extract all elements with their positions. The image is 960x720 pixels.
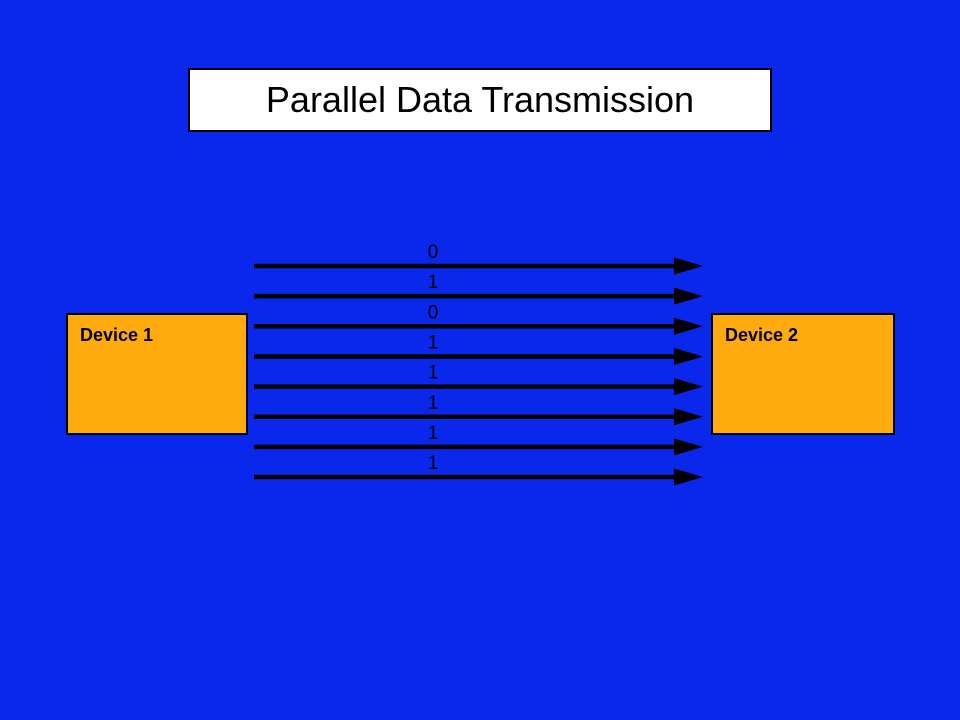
device2-label: Device 2 bbox=[725, 325, 799, 345]
arrowhead-icon bbox=[674, 257, 703, 275]
arrowhead-icon bbox=[674, 408, 703, 426]
arrowhead-icon bbox=[674, 287, 703, 305]
data-line-arrow: 1 bbox=[254, 393, 703, 426]
bit-label: 1 bbox=[428, 453, 439, 474]
bit-label: 1 bbox=[428, 363, 439, 384]
arrowhead-icon bbox=[674, 347, 703, 365]
data-line-arrow: 1 bbox=[254, 332, 703, 365]
title-box: Parallel Data Transmission bbox=[188, 68, 772, 132]
bit-label: 1 bbox=[428, 423, 439, 444]
bit-label: 1 bbox=[428, 272, 439, 293]
device2-box: Device 2 bbox=[711, 313, 895, 435]
device1-box: Device 1 bbox=[66, 313, 248, 435]
bit-label: 1 bbox=[428, 332, 439, 353]
page-title: Parallel Data Transmission bbox=[265, 79, 695, 120]
data-line-arrow: 0 bbox=[254, 242, 703, 275]
bit-label: 1 bbox=[428, 393, 439, 414]
arrowhead-icon bbox=[674, 317, 703, 335]
data-line-arrow: 1 bbox=[254, 423, 703, 456]
data-line-arrow: 1 bbox=[254, 363, 703, 396]
bit-label: 0 bbox=[428, 242, 439, 263]
arrowhead-icon bbox=[674, 438, 703, 456]
arrowhead-icon bbox=[674, 378, 703, 396]
data-line-arrow: 1 bbox=[254, 453, 703, 486]
data-line-arrow: 1 bbox=[254, 272, 703, 305]
bit-label: 0 bbox=[428, 302, 439, 323]
data-line-arrow: 0 bbox=[254, 302, 703, 335]
arrowhead-icon bbox=[674, 468, 703, 486]
device1-label: Device 1 bbox=[80, 325, 154, 345]
